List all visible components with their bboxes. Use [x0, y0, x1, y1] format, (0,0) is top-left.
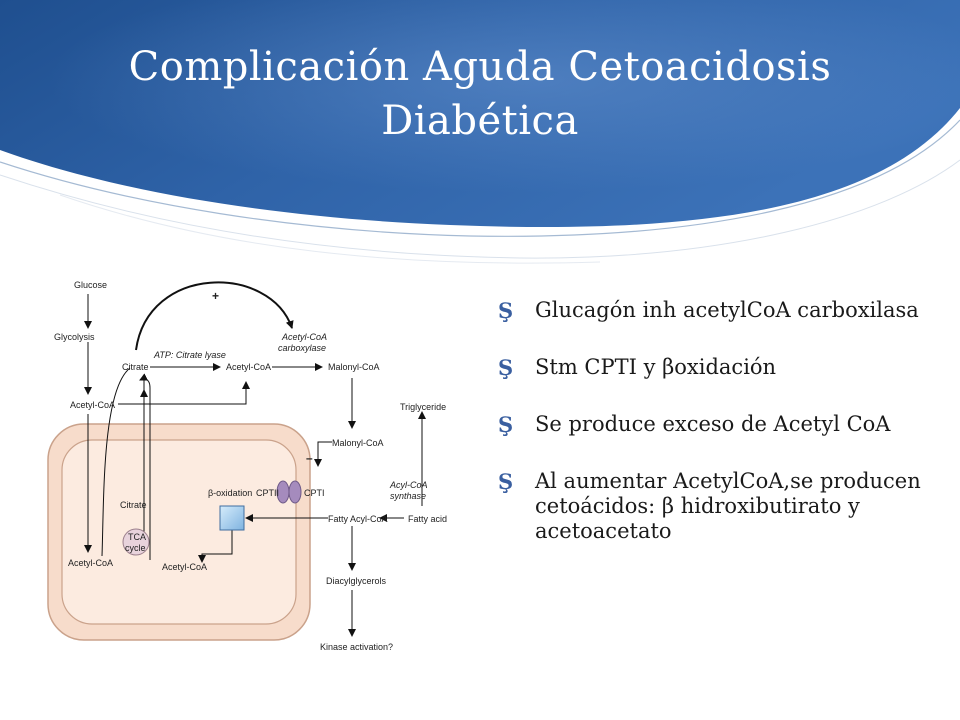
bullet-text: Glucagón inh acetylCoA carboxilasa [535, 298, 919, 322]
bullet-s-icon: Ş [498, 298, 514, 323]
tca-label: TCA [128, 532, 146, 542]
bullet-item: Ş Al aumentar AcetylCoA,se producen ceto… [498, 469, 938, 544]
bullet-list: Ş Glucagón inh acetylCoA carboxilasa Ş S… [498, 298, 938, 576]
citrate-mito-label: Citrate [120, 500, 147, 510]
fatty-acyl-coa-label: Fatty Acyl-CoA [328, 514, 388, 524]
bullet-text: Stm CPTI y βoxidación [535, 355, 777, 379]
kinase-activation-label: Kinase activation? [320, 642, 393, 652]
glucose-label: Glucose [74, 280, 107, 290]
acetylcoa-top-label: Acetyl-CoA [70, 400, 115, 410]
plus-sign-label: + [212, 289, 219, 303]
slide-title-line2: Diabética [381, 98, 579, 144]
cptii-label: CPTII [256, 488, 279, 498]
beta-oxidation-box [219, 505, 245, 531]
cpti-label: CPTI [304, 488, 325, 498]
bullet-s-icon: Ş [498, 412, 514, 437]
bullet-item: Ş Stm CPTI y βoxidación [498, 355, 938, 380]
acyl-coa-synthase-label-2: synthase [390, 491, 426, 501]
bullet-s-icon: Ş [498, 469, 514, 494]
bullet-item: Ş Se produce exceso de Acetyl CoA [498, 412, 938, 437]
malonylcoa-top-label: Malonyl-CoA [328, 362, 380, 372]
tca-cycle-circle [122, 528, 150, 556]
beta-oxidation-label: β-oxidation [208, 488, 252, 498]
slide-title-line1: Complicación Aguda Cetoacidosis [128, 44, 832, 90]
triglyceride-label: Triglyceride [400, 402, 446, 412]
citrate-top-label: Citrate [122, 362, 149, 372]
bullet-text: Se produce exceso de Acetyl CoA [535, 412, 891, 436]
mitochondrion-outline [61, 439, 297, 625]
diacylglycerols-label: Diacylglycerols [326, 576, 387, 586]
acyl-coa-synthase-label-1: Acyl-CoA [389, 480, 428, 490]
header-background [0, 0, 960, 264]
malonylcoa-mito-label: Malonyl-CoA [332, 438, 384, 448]
header-swoosh-line [0, 119, 960, 237]
cpti-carrier-icon [288, 480, 302, 504]
acetylcoa-bottom-left-label: Acetyl-CoA [68, 558, 113, 568]
minus-sign-label: – [306, 451, 313, 465]
bullet-text: Al aumentar AcetylCoA,se producen cetoác… [535, 469, 921, 543]
fatty-acid-label: Fatty acid [408, 514, 447, 524]
fatty-acid-metabolism-diagram: Glucose Glycolysis Citrate ATP: Citrate … [47, 280, 447, 652]
bullet-item: Ş Glucagón inh acetylCoA carboxilasa [498, 298, 938, 323]
acetylcoa-mid-label: Acetyl-CoA [226, 362, 271, 372]
bullet-s-icon: Ş [498, 355, 514, 380]
glycolysis-label: Glycolysis [54, 332, 95, 342]
slide-title: Complicación Aguda Cetoacidosis Diabétic… [40, 40, 920, 148]
acetylcoa-bottom-right-label: Acetyl-CoA [162, 562, 207, 572]
tca-cycle-label: cycle [125, 543, 146, 553]
acetylcoa-carboxylase-label-2: carboxylase [278, 343, 326, 353]
atp-citrate-lyase-label: ATP: Citrate lyase [153, 350, 226, 360]
acetylcoa-carboxylase-label-1: Acetyl-CoA [281, 332, 327, 342]
